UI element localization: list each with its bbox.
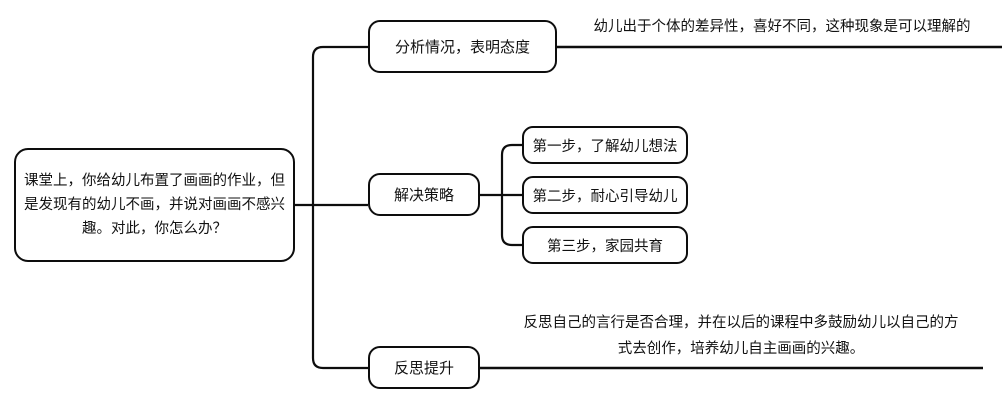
root-node[interactable]: 课堂上，你给幼儿布置了画画的作业，但是发现有的幼儿不画，并说对画画不感兴趣。对此…	[14, 148, 295, 262]
note-analyze-line-1: 幼儿出于个体的差异性，喜好不同，这种现象是可以理解的	[593, 19, 971, 35]
branch-node-strategy-label: 解决策略	[393, 186, 454, 204]
connector-to-step-1	[500, 143, 522, 195]
connector-to-reflect	[311, 205, 368, 370]
note-analyze: 幼儿出于个体的差异性，喜好不同，这种现象是可以理解的	[560, 14, 1004, 40]
note-reflect-line-1: 反思自己的言行是否合理，并在以后的课程中多鼓励幼儿以自己的方	[523, 315, 959, 331]
step-node-3[interactable]: 第三步，家园共育	[522, 226, 688, 264]
note-reflect-line-2: 式去创作，培养幼儿自主画画的兴趣。	[617, 341, 865, 357]
step-node-1[interactable]: 第一步，了解幼儿想法	[522, 126, 688, 164]
branch-node-reflect[interactable]: 反思提升	[368, 346, 480, 389]
connector-to-analyze	[311, 45, 368, 205]
branch-node-reflect-label: 反思提升	[393, 359, 454, 377]
step-node-3-label: 第三步，家园共育	[547, 238, 663, 255]
note-reflect: 反思自己的言行是否合理，并在以后的课程中多鼓励幼儿以自己的方 式去创作，培养幼儿…	[498, 310, 984, 362]
branch-node-analyze[interactable]: 分析情况，表明态度	[368, 20, 557, 73]
step-node-2-label: 第二步，耐心引导幼儿	[532, 188, 678, 205]
root-node-label: 课堂上，你给幼儿布置了画画的作业，但是发现有的幼儿不画，并说对画画不感兴趣。对此…	[24, 173, 285, 237]
branch-node-strategy[interactable]: 解决策略	[368, 173, 480, 216]
step-node-1-label: 第一步，了解幼儿想法	[532, 138, 678, 155]
connector-to-step-3	[500, 195, 522, 247]
step-node-2[interactable]: 第二步，耐心引导幼儿	[522, 176, 688, 214]
branch-node-analyze-label: 分析情况，表明态度	[394, 38, 530, 56]
